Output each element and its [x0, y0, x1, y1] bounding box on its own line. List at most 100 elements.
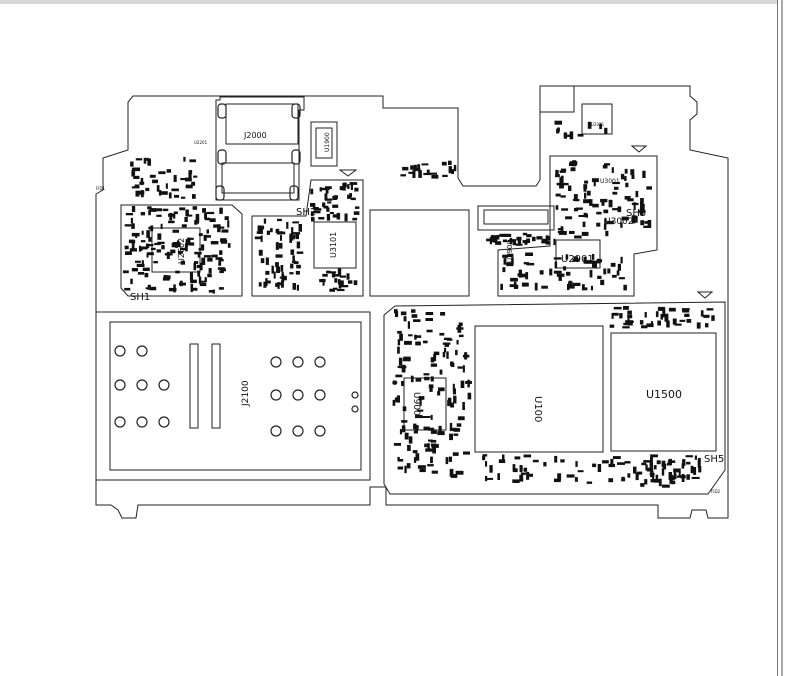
smd-component	[424, 443, 430, 448]
smd-component	[558, 274, 562, 281]
smd-component	[555, 174, 560, 178]
smd-component	[146, 230, 150, 238]
smd-component	[447, 400, 451, 407]
smd-component	[606, 220, 614, 225]
smd-component	[418, 170, 422, 178]
label-u2201: U2201	[194, 140, 208, 145]
smd-component	[430, 172, 437, 175]
smd-component	[199, 282, 207, 287]
smd-component	[660, 313, 663, 320]
smd-component	[193, 175, 198, 178]
smd-component	[560, 195, 566, 198]
smd-component	[593, 260, 597, 268]
smd-component	[637, 471, 643, 475]
smd-component	[326, 270, 331, 274]
smd-component	[597, 464, 602, 472]
smd-component	[415, 341, 421, 346]
smd-component	[190, 279, 197, 283]
smd-component	[193, 262, 197, 271]
smd-component	[446, 351, 449, 359]
smd-component	[564, 134, 571, 137]
smd-component	[290, 249, 295, 255]
smd-component	[546, 235, 549, 244]
smd-component	[643, 460, 651, 463]
smd-component	[572, 258, 580, 262]
smd-component	[697, 458, 701, 466]
smd-component	[200, 280, 206, 283]
smd-component	[332, 204, 339, 208]
smd-component	[218, 287, 224, 290]
label-u2900: U2900	[506, 240, 514, 263]
smd-component	[404, 340, 412, 345]
smd-component	[347, 280, 353, 284]
smd-component	[527, 473, 533, 477]
smd-component	[565, 254, 569, 260]
smd-component	[411, 309, 416, 313]
smd-component	[149, 174, 156, 178]
smd-component	[549, 268, 553, 276]
smd-component	[186, 214, 193, 217]
smd-component	[694, 455, 697, 460]
smd-component	[437, 391, 441, 396]
smd-component	[661, 460, 666, 468]
smd-component	[439, 369, 443, 375]
label-u3101: U3101	[329, 232, 338, 258]
smd-component	[425, 318, 433, 321]
smd-component	[207, 257, 213, 262]
smd-component	[559, 184, 564, 189]
smd-component	[415, 335, 422, 338]
smd-component	[318, 217, 325, 220]
smd-component	[172, 229, 179, 233]
smd-component	[184, 177, 192, 182]
smd-component	[657, 306, 666, 311]
smd-component	[279, 231, 286, 235]
smd-component	[393, 443, 401, 446]
smd-component	[196, 264, 201, 268]
smd-component	[433, 354, 437, 362]
smd-component	[187, 237, 191, 244]
smd-component	[194, 261, 199, 264]
smd-component	[583, 184, 588, 189]
u1900-part	[310, 121, 338, 167]
smd-component	[353, 211, 360, 215]
smd-component	[534, 282, 538, 291]
smd-component	[185, 242, 193, 246]
smd-component	[290, 263, 294, 269]
scrollbar-track[interactable]	[777, 0, 785, 676]
smd-component	[227, 243, 231, 248]
smd-component	[184, 243, 188, 252]
smd-component	[349, 182, 358, 185]
smd-component	[337, 279, 341, 285]
smd-component	[652, 475, 655, 483]
smd-component	[319, 187, 322, 192]
u2901-box	[555, 239, 601, 269]
smd-component	[174, 194, 180, 198]
smd-component	[413, 457, 417, 463]
smd-component	[526, 262, 535, 266]
smd-component	[138, 245, 141, 252]
smd-component	[430, 376, 434, 382]
smd-component	[279, 276, 286, 279]
smd-component	[180, 196, 186, 199]
scrollbar-thumb[interactable]	[781, 0, 783, 676]
smd-component	[556, 273, 565, 277]
smd-component	[311, 217, 315, 222]
smd-component	[560, 459, 565, 463]
smd-component	[457, 366, 463, 369]
smd-component	[310, 211, 314, 217]
smd-component	[457, 416, 465, 421]
smd-component	[260, 258, 265, 264]
smd-component	[398, 357, 403, 366]
smd-component	[293, 235, 296, 240]
smd-component	[526, 471, 530, 480]
smd-component	[350, 197, 356, 201]
smd-component	[438, 387, 445, 392]
smd-component	[635, 190, 639, 198]
smd-component	[280, 280, 284, 288]
smd-component	[407, 444, 411, 451]
smd-component	[410, 165, 414, 170]
smd-component	[417, 465, 426, 469]
smd-component	[568, 280, 572, 288]
smd-component	[160, 191, 168, 195]
